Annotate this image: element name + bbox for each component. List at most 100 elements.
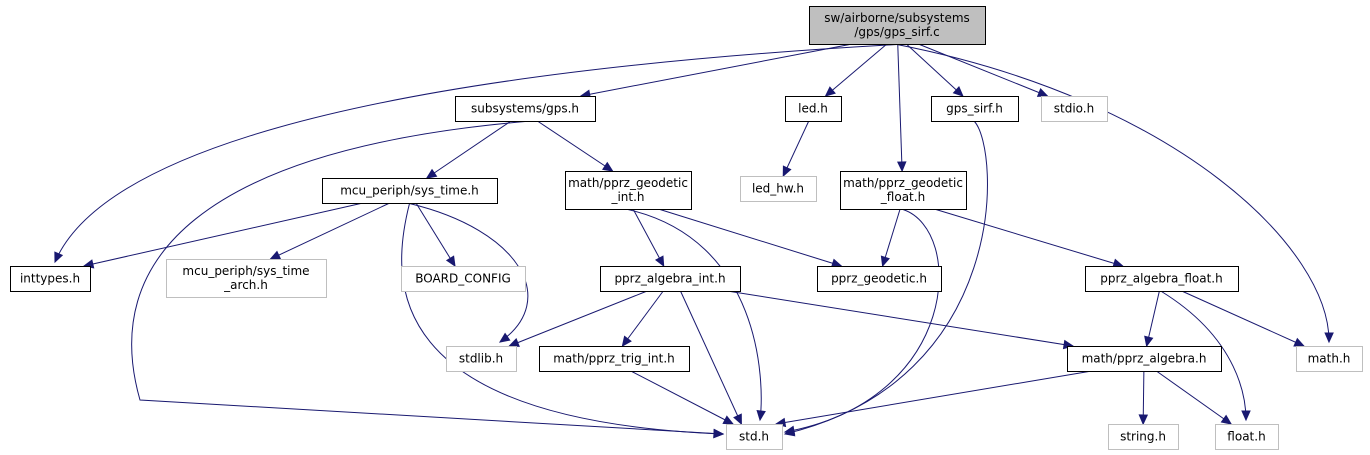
edge-arrowhead bbox=[655, 255, 665, 268]
node-box bbox=[1296, 346, 1363, 372]
node-std[interactable]: std.h bbox=[726, 424, 783, 450]
node-box bbox=[1041, 96, 1108, 122]
edge-root-to-geodetic-float bbox=[897, 44, 907, 173]
edge-sys-time-to-sys-time-arch bbox=[269, 203, 389, 260]
edge-line bbox=[825, 44, 887, 97]
edge-arrowhead bbox=[1036, 88, 1049, 97]
edge-line bbox=[782, 121, 809, 177]
edge-arrowhead bbox=[425, 168, 438, 179]
node-label: math/pprz_geodetic bbox=[843, 176, 963, 190]
node-box bbox=[840, 171, 967, 210]
node-inttypes[interactable]: inttypes.h bbox=[10, 266, 91, 292]
edges-layer bbox=[54, 44, 1334, 439]
edge-root-to-subsystems-gps bbox=[579, 44, 850, 99]
edge-trig-int-to-std bbox=[631, 371, 735, 425]
node-stdio[interactable]: stdio.h bbox=[1041, 96, 1108, 122]
edge-arrowhead bbox=[1220, 414, 1233, 425]
node-algebra-float[interactable]: pprz_algebra_float.h bbox=[1085, 266, 1239, 292]
node-geodetic-float[interactable]: math/pprz_geodetic_float.h bbox=[840, 171, 967, 210]
node-label: mcu_periph/sys_time bbox=[182, 264, 309, 278]
edge-line bbox=[415, 203, 456, 267]
node-box bbox=[1108, 424, 1179, 450]
node-box bbox=[446, 346, 517, 372]
edge-arrowhead bbox=[756, 409, 766, 422]
edge-arrowhead bbox=[498, 332, 511, 343]
node-stdlib[interactable]: stdlib.h bbox=[446, 346, 517, 372]
edge-arrowhead bbox=[54, 251, 64, 264]
node-box bbox=[817, 266, 942, 292]
node-algebra-int[interactable]: pprz_algebra_int.h bbox=[600, 266, 741, 292]
node-geodetic-int[interactable]: math/pprz_geodetic_int.h bbox=[565, 171, 692, 210]
edge-line bbox=[897, 44, 903, 172]
edge-line bbox=[621, 291, 664, 347]
edge-geodetic-float-to-algebra-float bbox=[935, 209, 1124, 268]
edge-arrowhead bbox=[601, 161, 614, 172]
edge-root-to-inttypes bbox=[54, 44, 898, 264]
node-pprz-geodetic[interactable]: pprz_geodetic.h bbox=[817, 266, 942, 292]
edge-arrowhead bbox=[621, 335, 632, 347]
edge-arrowhead bbox=[952, 86, 964, 97]
node-pprz-algebra[interactable]: math/pprz_algebra.h bbox=[1067, 346, 1222, 372]
node-box bbox=[10, 266, 91, 292]
edge-arrowhead bbox=[713, 428, 725, 439]
node-label: std.h bbox=[739, 430, 769, 444]
node-box bbox=[401, 266, 526, 292]
edge-root-to-math bbox=[896, 44, 1334, 344]
edge-line bbox=[935, 209, 1123, 267]
edge-arrowhead bbox=[1138, 414, 1149, 426]
edge-arrowhead bbox=[1324, 332, 1334, 344]
edge-line bbox=[919, 44, 1048, 97]
node-gps-sirf-h[interactable]: gps_sirf.h bbox=[931, 96, 1019, 122]
edge-pprz-algebra-to-std bbox=[774, 371, 1089, 428]
node-label: sw/airborne/subsystems bbox=[824, 11, 970, 25]
edge-line bbox=[537, 121, 613, 172]
node-label: math.h bbox=[1308, 352, 1351, 366]
edge-algebra-int-to-trig-int bbox=[621, 291, 664, 347]
edge-geodetic-int-to-algebra-int bbox=[632, 209, 665, 268]
edge-subsystems-gps-to-sys-time bbox=[425, 121, 511, 179]
edge-arrowhead bbox=[782, 165, 792, 178]
node-label: pprz_algebra_int.h bbox=[614, 272, 725, 286]
node-box bbox=[455, 96, 596, 122]
edge-root-to-led bbox=[824, 44, 887, 97]
edge-arrowhead bbox=[269, 250, 282, 260]
edge-sys-time-to-board-config bbox=[415, 203, 456, 268]
node-label: /gps/gps_sirf.c bbox=[854, 25, 939, 39]
edge-line bbox=[659, 209, 842, 267]
node-trig-int[interactable]: math/pprz_trig_int.h bbox=[539, 346, 690, 372]
node-box bbox=[785, 96, 842, 122]
edge-line bbox=[1156, 371, 1232, 425]
nodes-layer: sw/airborne/subsystems/gps/gps_sirf.csub… bbox=[10, 6, 1363, 450]
node-box bbox=[726, 424, 783, 450]
node-label: pprz_geodetic.h bbox=[831, 272, 927, 286]
node-label: led.h bbox=[798, 102, 828, 116]
node-root[interactable]: sw/airborne/subsystems/gps/gps_sirf.c bbox=[809, 6, 986, 45]
node-led-hw[interactable]: led_hw.h bbox=[740, 176, 817, 202]
node-board-config[interactable]: BOARD_CONFIG bbox=[401, 266, 526, 292]
edge-arrowhead bbox=[880, 255, 890, 268]
node-label: stdio.h bbox=[1054, 102, 1094, 116]
node-string[interactable]: string.h bbox=[1108, 424, 1179, 450]
node-label: math/pprz_algebra.h bbox=[1082, 352, 1207, 366]
edge-line bbox=[632, 209, 665, 267]
edge-line bbox=[54, 44, 898, 263]
node-label: _float.h bbox=[880, 190, 925, 204]
node-label: math/pprz_trig_int.h bbox=[553, 352, 675, 366]
node-sys-time-arch[interactable]: mcu_periph/sys_time_arch.h bbox=[166, 259, 327, 298]
edge-algebra-int-to-pprz-algebra bbox=[730, 291, 1075, 350]
node-label: gps_sirf.h bbox=[946, 102, 1003, 116]
node-box bbox=[1085, 266, 1239, 292]
edge-line bbox=[131, 121, 724, 435]
node-float[interactable]: float.h bbox=[1215, 424, 1279, 450]
node-label: led_hw.h bbox=[752, 182, 804, 196]
node-led[interactable]: led.h bbox=[785, 96, 842, 122]
edge-line bbox=[270, 203, 389, 260]
node-sys-time[interactable]: mcu_periph/sys_time.h bbox=[322, 178, 498, 204]
node-box bbox=[565, 171, 692, 210]
node-math[interactable]: math.h bbox=[1296, 346, 1363, 372]
node-subsystems-gps[interactable]: subsystems/gps.h bbox=[455, 96, 596, 122]
node-box bbox=[809, 6, 986, 45]
edge-root-to-stdio bbox=[919, 44, 1049, 97]
node-label: pprz_algebra_float.h bbox=[1100, 272, 1222, 286]
